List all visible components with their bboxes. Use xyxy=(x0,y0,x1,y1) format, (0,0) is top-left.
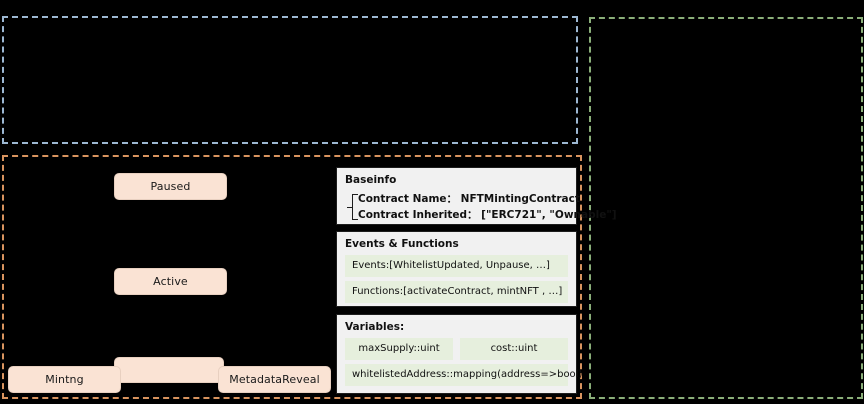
baseinfo-key: Contract Name： xyxy=(358,193,458,205)
variables-chip-row-2: whitelistedAddress::mapping(address=>boo… xyxy=(345,364,582,386)
variables-title: Variables: xyxy=(345,321,405,333)
state-label: Paused xyxy=(150,180,191,193)
baseinfo-value: ["ERC721", "Ownable"] xyxy=(481,209,617,221)
baseinfo-key: Contract Inherited： xyxy=(358,209,478,221)
functions-chip-row: Functions:[activateContract, mintNFT , …… xyxy=(345,281,568,303)
state-node-paused[interactable]: Paused xyxy=(114,173,227,200)
baseinfo-title: Baseinfo xyxy=(345,174,397,186)
state-node-ghost xyxy=(114,357,224,383)
state-label: MetadataReveal xyxy=(229,373,320,386)
state-node-metadatareveal[interactable]: MetadataReveal xyxy=(218,366,331,393)
state-label: Mintng xyxy=(45,373,84,386)
variables-card: Variables: maxSupply::uint cost::uint wh… xyxy=(336,314,582,394)
variables-chip-row-1: maxSupply::uint cost::uint xyxy=(345,338,568,360)
events-chip-row: Events:[WhitelistUpdated, Unpause, …] xyxy=(345,255,568,277)
variable-chip[interactable]: maxSupply::uint xyxy=(345,338,453,360)
state-node-active[interactable]: Active xyxy=(114,268,227,295)
events-functions-title: Events & Functions xyxy=(345,238,459,250)
baseinfo-row: Contract Name： NFTMintingContract xyxy=(358,191,617,207)
state-machine-frame xyxy=(2,155,582,399)
top-group-frame xyxy=(2,16,578,144)
events-functions-card: Events & Functions Events:[WhitelistUpda… xyxy=(336,231,577,307)
baseinfo-value: NFTMintingContract xyxy=(460,193,580,205)
brace-icon xyxy=(347,191,358,223)
baseinfo-card: Baseinfo Contract Name： NFTMintingContra… xyxy=(336,167,617,225)
state-node-mintng[interactable]: Mintng xyxy=(8,366,121,393)
baseinfo-row: Contract Inherited： ["ERC721", "Ownable"… xyxy=(358,207,617,223)
events-chip[interactable]: Events:[WhitelistUpdated, Unpause, …] xyxy=(345,255,568,277)
state-label: Active xyxy=(153,275,188,288)
variable-chip[interactable]: cost::uint xyxy=(460,338,568,360)
variable-chip[interactable]: whitelistedAddress::mapping(address=>boo… xyxy=(345,364,582,386)
baseinfo-rows: Contract Name： NFTMintingContract Contra… xyxy=(345,191,617,223)
right-group-frame xyxy=(589,17,863,399)
functions-chip[interactable]: Functions:[activateContract, mintNFT , …… xyxy=(345,281,568,303)
